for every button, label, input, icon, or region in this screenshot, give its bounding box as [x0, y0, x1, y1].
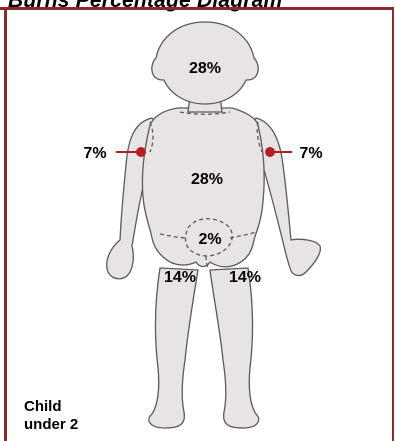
- caption-line-2: under 2: [24, 416, 78, 434]
- caption-line-1: Child: [24, 398, 78, 416]
- trunk-percent-label: 28%: [191, 171, 223, 188]
- left-arm-marker-dot: [136, 147, 146, 157]
- genitals-percent-label: 2%: [198, 231, 221, 248]
- right-leg-shape: [210, 268, 259, 428]
- left-arm-percent-label: 7%: [83, 145, 106, 162]
- head-percent-label: 28%: [189, 60, 221, 77]
- right-arm-percent-label: 7%: [299, 145, 322, 162]
- right-arm-marker-dot: [265, 147, 275, 157]
- left-leg-shape: [149, 268, 198, 428]
- age-caption: Child under 2: [24, 398, 78, 434]
- right-leg-percent-label: 14%: [229, 269, 261, 286]
- left-leg-percent-label: 14%: [164, 269, 196, 286]
